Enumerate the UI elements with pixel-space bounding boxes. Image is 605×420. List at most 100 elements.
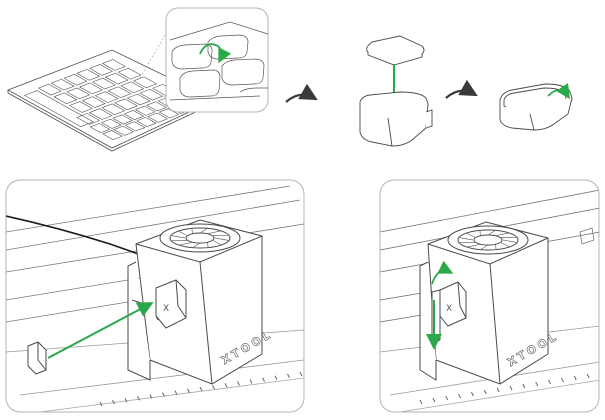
scale-tick <box>470 391 474 397</box>
scale-tick <box>274 375 278 380</box>
pad-sticker <box>23 90 94 128</box>
key-sticker <box>101 118 122 129</box>
scale-tick <box>262 377 265 382</box>
key-sticker <box>89 123 110 134</box>
scale-tick <box>560 377 564 383</box>
fan-blade <box>466 232 476 238</box>
fan-blade <box>178 241 193 246</box>
rotate-arrow-icon <box>431 260 454 285</box>
scale-tick <box>137 396 140 401</box>
key-sticker <box>113 125 134 136</box>
fan-blade <box>207 242 209 248</box>
scale-tick <box>249 379 253 384</box>
scale-tick <box>586 373 590 379</box>
air-assist-module <box>359 91 433 147</box>
key-sticker <box>107 86 132 98</box>
scale-tick <box>237 381 240 386</box>
key-sticker <box>127 93 151 106</box>
zoom-inset <box>165 7 269 113</box>
scale-tick <box>548 379 552 385</box>
sticker-sheet <box>7 49 216 152</box>
right-arrow-icon <box>445 79 478 99</box>
scale-tick <box>522 383 526 389</box>
key-sticker <box>139 88 163 101</box>
key-sticker <box>101 103 126 115</box>
fan-blade <box>207 230 222 235</box>
scale-tick <box>199 386 203 392</box>
scale-tick <box>458 393 462 399</box>
scale-tick <box>187 388 190 394</box>
fan-blade <box>487 230 496 236</box>
key-sticker <box>133 76 157 89</box>
scale-tick <box>174 390 178 395</box>
rotate-arrow-icon <box>547 83 570 99</box>
key-sticker <box>94 91 119 103</box>
fan-blade <box>495 244 497 250</box>
scale-tick <box>162 392 165 397</box>
fan-blade <box>212 240 222 246</box>
scale-tick <box>112 399 115 405</box>
install-panel-left: XTOOL X <box>5 179 305 413</box>
module-mark: X <box>446 304 452 314</box>
key-sticker <box>135 105 156 116</box>
key-sticker <box>82 96 106 108</box>
key-sticker <box>66 87 90 100</box>
scale-tick <box>509 385 513 391</box>
key-sticker <box>50 78 75 91</box>
key-sticker <box>114 98 138 111</box>
scale-tick <box>573 375 577 381</box>
scale-tick <box>445 395 449 401</box>
fan-blade <box>479 230 481 236</box>
module-mark: X <box>163 304 169 314</box>
scale-tick <box>149 394 153 399</box>
key-sticker <box>89 108 113 120</box>
scale-tick <box>287 373 290 379</box>
fan-blade <box>466 243 481 248</box>
laser-head <box>419 221 549 385</box>
key-sticker <box>123 110 144 121</box>
install-panel-right: XTOOL X <box>379 179 602 413</box>
fan-blade <box>214 237 230 241</box>
module-with-pad <box>499 83 573 131</box>
scale-tick <box>224 383 228 388</box>
scale-tick <box>419 399 423 405</box>
key-sticker <box>146 101 167 112</box>
curved-arrow-icon <box>199 43 232 64</box>
sticker-pad <box>27 341 47 375</box>
scale-tick <box>535 381 539 387</box>
key-sticker <box>120 81 144 94</box>
key-sticker <box>53 92 78 105</box>
key-sticker <box>76 69 100 81</box>
key-sticker <box>117 67 142 80</box>
fan-blade <box>178 230 188 236</box>
key-sticker <box>89 64 113 76</box>
key-sticker <box>69 101 93 113</box>
scale-tick <box>212 384 215 390</box>
key-sticker <box>102 59 126 71</box>
key-sticker <box>125 121 146 132</box>
key-sticker <box>158 108 180 119</box>
scale-tick <box>432 397 436 403</box>
key-sticker <box>63 73 88 86</box>
key-sticker <box>102 130 123 141</box>
air-assist-module <box>155 279 187 329</box>
key-sticker <box>38 83 62 96</box>
scale-tick <box>124 398 128 403</box>
fan-blade <box>502 239 518 243</box>
key-sticker <box>79 82 103 95</box>
sticker-pad <box>366 35 425 66</box>
key-sticker <box>92 77 116 90</box>
scale-tick <box>299 371 303 377</box>
scale-tick <box>483 389 487 395</box>
scale-tick <box>600 372 602 376</box>
fan-blade <box>500 242 510 248</box>
scale-tick <box>496 387 500 393</box>
fan-blade <box>480 244 489 250</box>
key-sticker <box>76 113 100 125</box>
placement-arrow <box>47 302 154 359</box>
key-sticker <box>105 72 129 85</box>
laser-head <box>127 219 263 385</box>
fan-blade <box>192 242 201 248</box>
key-sticker <box>147 112 168 123</box>
